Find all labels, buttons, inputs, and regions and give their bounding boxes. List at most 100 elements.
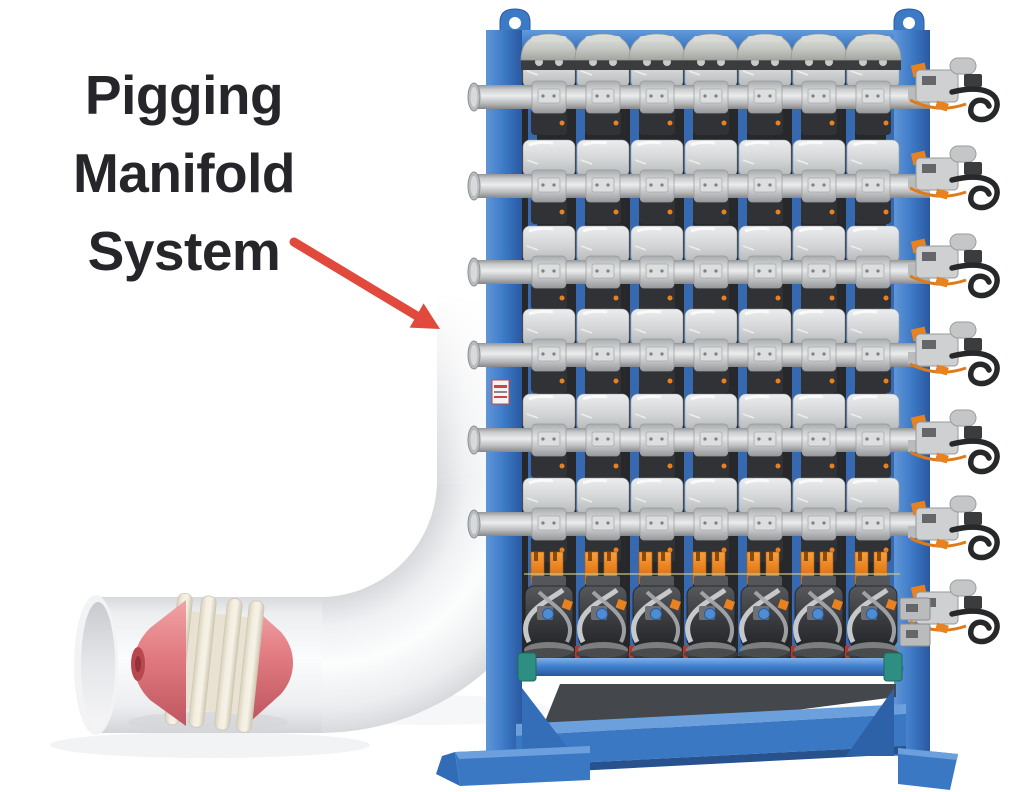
bolt-plate xyxy=(699,263,723,279)
wrap-crease xyxy=(580,159,593,165)
bolt-plate xyxy=(807,515,831,531)
bolt xyxy=(714,437,718,441)
wrap-highlight xyxy=(798,394,824,401)
under-valve xyxy=(639,367,675,393)
dome-top-plate xyxy=(693,36,729,42)
wrap-highlight xyxy=(528,478,554,485)
pump-cap xyxy=(532,576,566,588)
id-plate xyxy=(491,379,510,405)
bolt xyxy=(865,94,869,98)
fitting-dot xyxy=(667,209,673,215)
bolt xyxy=(811,352,815,356)
left-foot-top xyxy=(455,746,590,759)
fitting-dot xyxy=(559,209,565,215)
bolt-plate xyxy=(807,431,831,447)
bolt xyxy=(768,183,772,187)
bolt xyxy=(768,521,772,525)
blue-port xyxy=(812,608,824,620)
bolt xyxy=(757,437,761,441)
steel-tube xyxy=(523,587,565,644)
pig-disc xyxy=(188,595,217,728)
bottom-pump xyxy=(792,576,850,668)
dark-box xyxy=(964,426,982,439)
right-post xyxy=(894,30,930,756)
bolt xyxy=(865,183,869,187)
under-valve xyxy=(747,452,783,478)
pig-rear-cone xyxy=(252,606,293,720)
red-stem-valve xyxy=(575,646,580,668)
title-line-2: Manifold xyxy=(72,142,296,204)
bolt-plate xyxy=(645,515,669,531)
bolt xyxy=(541,437,545,441)
bolt xyxy=(552,269,556,273)
under-valve xyxy=(693,367,729,393)
base-beam-bottom xyxy=(516,746,906,774)
cluster-cylinder xyxy=(949,495,977,513)
bolt xyxy=(606,183,610,187)
wrap-crease xyxy=(742,245,755,251)
bolt-plate xyxy=(591,431,615,447)
fitting-dot xyxy=(721,120,727,126)
under-valve xyxy=(531,284,567,310)
bolt-plate xyxy=(807,177,831,193)
wrap-highlight xyxy=(744,394,770,401)
bolt-plate xyxy=(699,88,723,104)
bolt xyxy=(822,352,826,356)
bolt xyxy=(822,521,826,525)
bolt xyxy=(703,352,707,356)
cluster-valve-box xyxy=(915,333,959,367)
wrap-highlight xyxy=(636,140,662,147)
valve-slot xyxy=(922,428,936,437)
fitting-dot xyxy=(775,547,781,553)
blue-port xyxy=(866,608,878,620)
lug-hole xyxy=(509,17,521,29)
steel-tube xyxy=(861,590,896,643)
wrap-highlight xyxy=(582,140,608,147)
bolt xyxy=(660,437,664,441)
bolt-plate xyxy=(699,177,723,193)
left-gusset xyxy=(522,688,574,756)
fitting-dot xyxy=(883,547,889,553)
wrap-highlight xyxy=(636,309,662,316)
bolt xyxy=(822,437,826,441)
wrap-highlight xyxy=(690,394,716,401)
orange-clip xyxy=(831,598,844,611)
right-gusset xyxy=(846,688,894,756)
wrap-crease xyxy=(688,413,701,419)
blue-port xyxy=(542,608,554,620)
wrap-highlight xyxy=(798,309,824,316)
pump-cap xyxy=(748,576,782,588)
pipe-end-face xyxy=(470,514,478,534)
fitting-dot xyxy=(559,295,565,301)
pump-base-shadow xyxy=(792,648,846,660)
bracket-notch xyxy=(715,552,719,561)
pig-nose-center xyxy=(135,656,141,672)
hose-loop xyxy=(949,524,1000,561)
fitting-dot xyxy=(829,209,835,215)
wrap-crease xyxy=(526,328,539,334)
bolt-plate xyxy=(861,177,885,193)
bolt xyxy=(649,183,653,187)
wrap-highlight xyxy=(798,226,824,233)
bracket-notch xyxy=(804,552,808,561)
fitting-dot xyxy=(775,463,781,469)
pig-front-cone xyxy=(134,600,186,726)
wrap-crease xyxy=(688,328,701,334)
dome-actuator xyxy=(520,33,578,70)
under-valve xyxy=(801,452,837,478)
junction-boxes xyxy=(899,597,931,647)
pump-cap xyxy=(586,576,620,588)
wrap-crease xyxy=(688,70,701,76)
wrap-highlight xyxy=(690,226,716,233)
steel-tube xyxy=(685,587,727,644)
wrap-crease xyxy=(796,70,809,76)
bolt-plate xyxy=(753,263,777,279)
wrap-crease xyxy=(742,328,755,334)
manifold-row xyxy=(467,225,930,310)
under-valve xyxy=(585,367,621,393)
blue-port xyxy=(650,608,662,620)
bolt xyxy=(660,521,664,525)
valve-slot xyxy=(922,514,936,523)
fitting-dot xyxy=(829,463,835,469)
wrap-crease xyxy=(580,497,593,503)
